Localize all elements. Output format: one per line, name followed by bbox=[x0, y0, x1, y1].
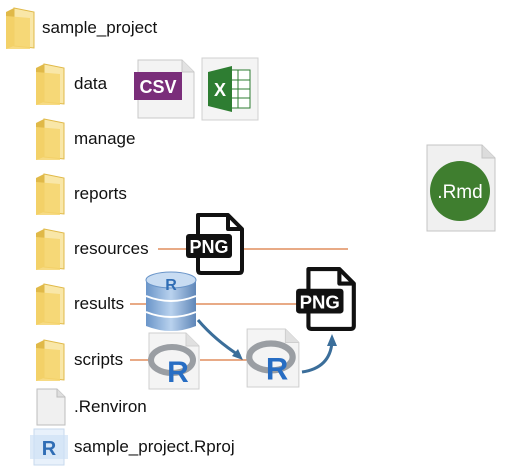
tree-item-renviron[interactable]: .Renviron bbox=[36, 388, 147, 426]
folder-icon bbox=[36, 63, 65, 105]
tree-item-reports[interactable]: reports bbox=[34, 172, 127, 216]
rmd-file[interactable]: .Rmd bbox=[426, 144, 496, 232]
tree-item-results[interactable]: results bbox=[34, 282, 124, 326]
tree-item-label: reports bbox=[74, 184, 127, 203]
rdata-file[interactable]: R bbox=[144, 270, 198, 336]
png-icon: PNG bbox=[296, 267, 356, 331]
csv-icon: CSV bbox=[134, 59, 195, 119]
r-script-text: R bbox=[167, 356, 189, 389]
tree-item-label: scripts bbox=[74, 350, 124, 369]
tree-item-label: sample_project.Rproj bbox=[74, 437, 235, 456]
folder-icon bbox=[6, 7, 35, 49]
excel-text: X bbox=[214, 80, 226, 100]
arrow-head-1 bbox=[232, 349, 243, 360]
excel-file[interactable]: X bbox=[201, 57, 259, 121]
arrow-script-to-png bbox=[301, 341, 334, 374]
tree-item-label: resources bbox=[74, 239, 151, 259]
csv-text: CSV bbox=[139, 77, 176, 97]
png-file-results[interactable]: PNG bbox=[296, 266, 358, 332]
arrow-data-to-script bbox=[196, 319, 241, 358]
png-text: PNG bbox=[300, 291, 340, 312]
tree-item-label: .Renviron bbox=[74, 397, 147, 416]
folder-icon bbox=[36, 228, 65, 270]
folder-icon bbox=[36, 173, 65, 215]
tree-item-rproj[interactable]: R sample_project.Rproj bbox=[30, 427, 235, 467]
r-script-icon: R bbox=[246, 328, 300, 388]
png-file-resources[interactable]: PNG bbox=[186, 212, 246, 276]
arrow-head-2 bbox=[327, 334, 337, 346]
r-script-text: R bbox=[266, 352, 288, 387]
csv-file[interactable]: CSV bbox=[134, 58, 198, 120]
r-script-file-2[interactable]: R bbox=[246, 328, 300, 388]
rdata-database-icon: R bbox=[145, 271, 197, 331]
folder-icon bbox=[36, 118, 65, 160]
tree-root[interactable]: sample_project bbox=[4, 6, 157, 50]
r-script-file[interactable]: R bbox=[148, 332, 200, 390]
rmd-icon: .Rmd bbox=[426, 144, 496, 232]
tree-item-data[interactable]: data bbox=[34, 62, 107, 106]
folder-icon bbox=[36, 339, 65, 381]
tree-item-resources[interactable]: resources bbox=[34, 227, 151, 271]
tree-item-label: data bbox=[74, 74, 108, 93]
svg-text:R: R bbox=[42, 438, 57, 460]
excel-icon: X bbox=[201, 57, 259, 121]
rdata-text: R bbox=[165, 277, 177, 294]
tree-item-label: manage bbox=[74, 129, 136, 148]
png-text: PNG bbox=[189, 237, 228, 257]
r-script-icon: R bbox=[148, 332, 200, 390]
rmd-text: .Rmd bbox=[437, 182, 482, 203]
png-icon: PNG bbox=[186, 213, 244, 275]
file-icon bbox=[36, 388, 66, 426]
rproj-icon: R bbox=[30, 428, 68, 466]
folder-icon bbox=[36, 283, 65, 325]
tree-item-label: results bbox=[74, 294, 125, 313]
tree-item-manage[interactable]: manage bbox=[34, 117, 135, 161]
root-label: sample_project bbox=[42, 18, 158, 37]
tree-item-scripts[interactable]: scripts bbox=[34, 338, 123, 382]
